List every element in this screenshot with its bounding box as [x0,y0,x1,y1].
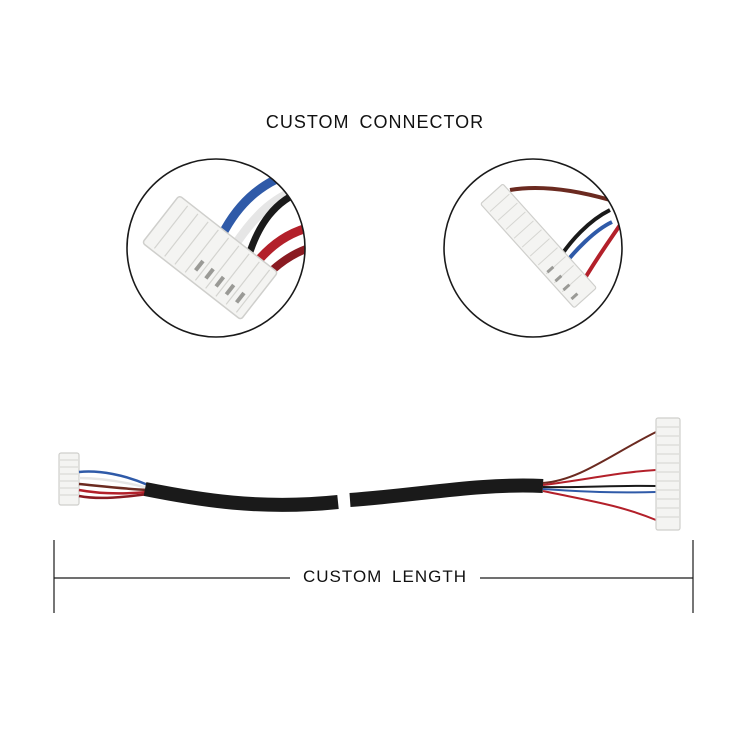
cable-assembly [58,417,681,531]
connector-housing [142,195,278,320]
connector-housing [480,184,597,308]
right-connector-closeup [443,158,623,338]
cable-jacket-left [143,482,339,512]
right-connector [655,417,681,531]
custom-connector-title: CUSTOM CONNECTOR [265,112,485,132]
left-connector-closeup [126,158,306,338]
closeup-frame [126,158,306,338]
brown-wire [509,186,611,202]
custom-length-label: CUSTOM LENGTH [290,567,480,587]
cable-jacket-right [349,478,544,507]
closeup-frame [443,158,623,338]
left-connector [58,452,80,506]
